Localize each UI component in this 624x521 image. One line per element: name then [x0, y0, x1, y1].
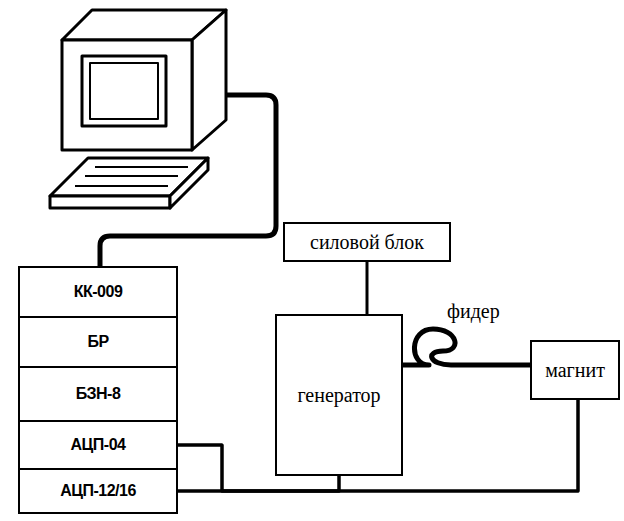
module-box: БР — [18, 316, 178, 368]
box-label: КК-009 — [74, 283, 123, 301]
signal-wire — [178, 476, 339, 491]
computer-cable — [100, 95, 276, 268]
edge-label: фидер — [445, 300, 502, 323]
box-label: БЗН-8 — [76, 385, 121, 403]
feeder-cable — [403, 329, 530, 365]
signal-wire — [366, 262, 369, 314]
module-box: КК-009 — [18, 266, 178, 318]
key-row — [95, 166, 188, 168]
box-label: магнит — [545, 359, 605, 382]
module-box: АЦП-04 — [18, 420, 178, 470]
computer-screen — [82, 56, 166, 126]
keyboard-front — [50, 196, 170, 208]
power-unit-box: силовой блок — [283, 222, 451, 262]
computer-front — [62, 40, 192, 150]
magnet-box: магнит — [530, 340, 620, 400]
computer-side — [192, 10, 226, 150]
module-box: БЗН-8 — [18, 366, 178, 422]
keyboard-side — [170, 158, 208, 208]
key-row — [85, 175, 178, 177]
box-label: АЦП-12/16 — [60, 482, 136, 500]
box-label: силовой блок — [310, 231, 424, 254]
box-label: БР — [87, 333, 108, 351]
box-label: генератор — [297, 384, 380, 407]
module-box: АЦП-12/16 — [18, 468, 178, 514]
computer-screen-inner — [90, 63, 158, 119]
box-label: АЦП-04 — [71, 436, 126, 454]
key-row — [75, 185, 168, 187]
generator-box: генератор — [275, 314, 403, 476]
